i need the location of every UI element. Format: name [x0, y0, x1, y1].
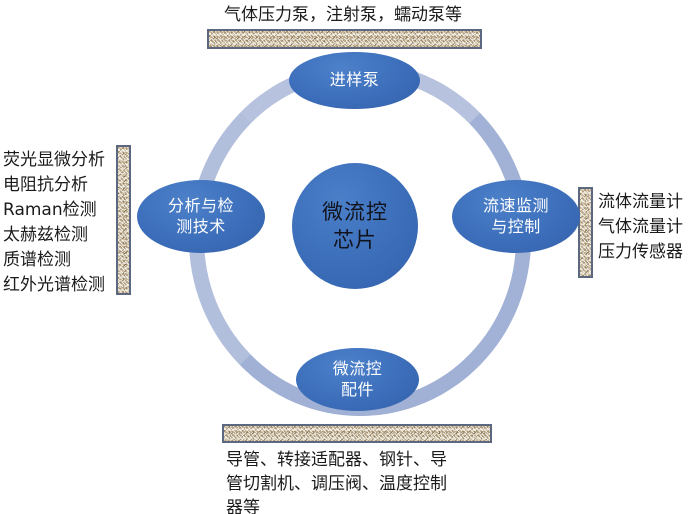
center-node-line-2: 芯片	[333, 228, 377, 252]
annotation-sample-pump: 气体压力泵，注射泵，蠕动泵等	[224, 3, 462, 28]
annotation-analysis-line-2: 电阻抗分析	[3, 175, 88, 195]
annotation-flow-line-1: 流体流量计	[598, 192, 683, 212]
texture-bar-top	[207, 29, 482, 49]
annotation-flow-line-3: 压力传感器	[598, 242, 683, 262]
annotation-accessories-line-1: 导管、转接适配器、钢针、导	[226, 450, 447, 470]
node-analysis-detection-technology[interactable]: 分析与检 测技术	[137, 180, 265, 253]
annotation-flow-line-2: 气体流量计	[598, 217, 683, 237]
node-flow-monitoring-control[interactable]: 流速监测 与控制	[452, 180, 580, 253]
node-analysis-detection-technology-line-1: 分析与检	[167, 195, 234, 215]
node-microfluidic-accessories[interactable]: 微流控 配件	[296, 348, 419, 411]
annotation-analysis-line-4: 太赫兹检测	[3, 225, 88, 245]
annotation-analysis-line-6: 红外光谱检测	[3, 275, 105, 295]
node-sample-pump-line-1: 进样泵	[329, 70, 380, 90]
node-microfluidic-accessories-line-1: 微流控	[332, 358, 383, 378]
node-analysis-detection-technology-line-2: 测技术	[176, 216, 226, 236]
node-sample-pump[interactable]: 进样泵	[289, 52, 420, 109]
annotation-accessories-line-2: 管切割机、调压阀、温度控制	[226, 474, 447, 494]
node-microfluidic-accessories-line-2: 配件	[340, 379, 374, 399]
center-node-line-1: 微流控	[322, 199, 388, 224]
texture-bar-right	[578, 187, 593, 278]
texture-bar-left	[116, 145, 131, 295]
annotation-sample-pump-line-1: 气体压力泵，注射泵，蠕动泵等	[224, 5, 462, 25]
annotation-flow-monitoring-control: 流体流量计 气体流量计 压力传感器	[598, 190, 683, 265]
node-flow-monitoring-control-line-2: 与控制	[491, 216, 541, 236]
annotation-accessories-line-3: 器等	[226, 498, 260, 514]
node-flow-monitoring-control-line-1: 流速监测	[482, 195, 549, 215]
annotation-analysis-line-3: Raman检测	[3, 200, 97, 220]
center-node-microfluidic-chip[interactable]: 微流控 芯片	[292, 163, 418, 289]
annotation-analysis-line-5: 质谱检测	[3, 250, 71, 270]
annotation-analysis-detection-technology: 荧光显微分析 电阻抗分析 Raman检测 太赫兹检测 质谱检测 红外光谱检测	[3, 148, 105, 298]
texture-bar-bottom	[222, 424, 492, 443]
annotation-analysis-line-1: 荧光显微分析	[3, 150, 105, 170]
annotation-microfluidic-accessories: 导管、转接适配器、钢针、导 管切割机、调压阀、温度控制 器等	[226, 448, 506, 514]
